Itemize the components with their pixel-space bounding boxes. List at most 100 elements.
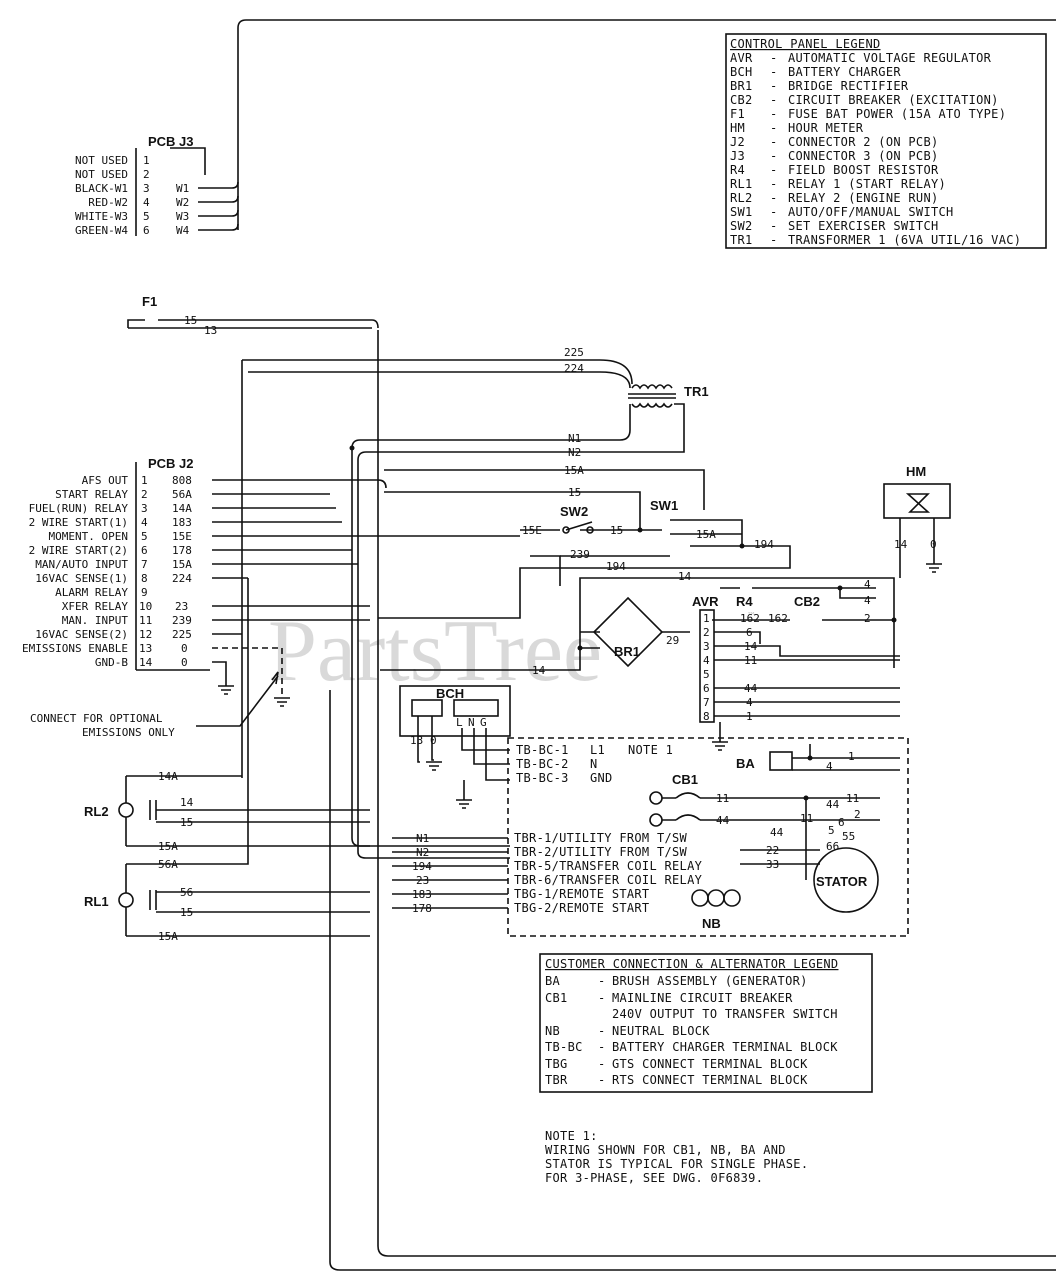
legend-code: J3 <box>730 149 745 163</box>
wire-label: 11 <box>846 792 859 805</box>
wire-label: 33 <box>766 858 779 871</box>
hourglass-icon <box>905 493 931 513</box>
avr-wire: 6 <box>746 626 753 639</box>
j2-pin-label: GND-B <box>95 656 128 669</box>
wire-label: 66 <box>826 840 839 853</box>
svg-text:-: - <box>598 1057 606 1071</box>
legend-text: FUSE BAT POWER (15A ATO TYPE) <box>788 107 1006 121</box>
legend-text: BATTERY CHARGER TERMINAL BLOCK <box>612 1040 838 1054</box>
j3-pin-num: 3 <box>143 182 150 195</box>
svg-text:-: - <box>770 233 778 247</box>
legend-text: BRUSH ASSEMBLY (GENERATOR) <box>612 974 808 988</box>
wire-label: 15A <box>696 528 716 541</box>
j3-pin-num: 5 <box>143 210 150 223</box>
j2-pin-label: 2 WIRE START(2) <box>29 544 128 557</box>
j2-wire: 14A <box>172 502 192 515</box>
j2-wire: 0 <box>181 656 188 669</box>
wire-label: 15E <box>522 524 542 537</box>
wire-label: 14 <box>532 664 546 677</box>
tb-bc-term: TB-BC-1 <box>516 743 569 757</box>
j3-pin-label: GREEN-W4 <box>75 224 128 237</box>
legend-code: F1 <box>730 107 745 121</box>
note-heading: NOTE 1: <box>545 1129 598 1143</box>
watermark-tm: ™ <box>748 610 755 623</box>
legend-code: NB <box>545 1024 560 1038</box>
wire-label: 6 <box>838 816 845 829</box>
j2-pin-label: EMISSIONS ENABLE <box>22 642 128 655</box>
j2-wire: 56A <box>172 488 192 501</box>
j3-wire: W2 <box>176 196 189 209</box>
legend-text: NEUTRAL BLOCK <box>612 1024 710 1038</box>
avr-pin: 7 <box>703 696 710 709</box>
terminal-wire: 194 <box>412 860 432 873</box>
j3-pin-num: 6 <box>143 224 150 237</box>
wire-label: 15 <box>180 816 193 829</box>
wire-label: 2 <box>864 612 871 625</box>
svg-text:-: - <box>770 191 778 205</box>
optional-note: EMISSIONS ONLY <box>82 726 175 739</box>
svg-text:-: - <box>770 149 778 163</box>
j2-pin-label: XFER RELAY <box>62 600 129 613</box>
svg-text:-: - <box>598 1024 606 1038</box>
avr-wire: 14 <box>744 640 758 653</box>
avr-wire: 44 <box>744 682 758 695</box>
wire-label: 14 <box>180 796 194 809</box>
terminal-label: TBR-5/TRANSFER COIL RELAY <box>514 859 703 873</box>
wire-label: 14A <box>158 770 178 783</box>
svg-text:-: - <box>770 135 778 149</box>
j2-wire: 0 <box>181 642 188 655</box>
terminal-wire: N1 <box>416 832 429 845</box>
j2-pin-num: 8 <box>141 572 148 585</box>
terminal-wire: 23 <box>416 874 429 887</box>
legend-code: BCH <box>730 65 753 79</box>
terminal-wire: N2 <box>416 846 429 859</box>
legend-text: AUTOMATIC VOLTAGE REGULATOR <box>788 51 992 65</box>
legend-text: GTS CONNECT TERMINAL BLOCK <box>612 1057 808 1071</box>
j2-wire: 808 <box>172 474 192 487</box>
legend-code: AVR <box>730 51 753 65</box>
f1-label: F1 <box>142 294 157 309</box>
note-line: STATOR IS TYPICAL FOR SINGLE PHASE. <box>545 1157 808 1171</box>
wire-label: 11 <box>800 812 813 825</box>
legend-text: AUTO/OFF/MANUAL SWITCH <box>788 205 954 219</box>
terminal-wire: 183 <box>412 888 432 901</box>
avr-pin: 6 <box>703 682 710 695</box>
legend-text: 240V OUTPUT TO TRANSFER SWITCH <box>612 1007 838 1021</box>
avr-wire: 4 <box>746 696 753 709</box>
j2-wire: 15A <box>172 558 192 571</box>
hm-label: HM <box>906 464 926 479</box>
watermark: PartsTree <box>268 603 602 700</box>
j2-wire: 239 <box>172 614 192 627</box>
wire-label: N1 <box>568 432 581 445</box>
svg-text:-: - <box>598 974 606 988</box>
sw2-label: SW2 <box>560 504 588 519</box>
svg-text:-: - <box>770 163 778 177</box>
avr-wire: 1 <box>746 710 753 723</box>
legend-code: TR1 <box>730 233 753 247</box>
j2-pin-num: 9 <box>141 586 148 599</box>
avr-wire: 11 <box>744 654 757 667</box>
j2-pin-label: START RELAY <box>55 488 128 501</box>
svg-text:-: - <box>770 177 778 191</box>
sw1-label: SW1 <box>650 498 678 513</box>
legend-text: RELAY 1 (START RELAY) <box>788 177 946 191</box>
wire-label: 13 <box>410 734 423 747</box>
terminal-label: TBR-1/UTILITY FROM T/SW <box>514 831 688 845</box>
terminal-wire: 178 <box>412 902 432 915</box>
svg-text:-: - <box>598 991 606 1005</box>
note1-label: NOTE 1 <box>628 743 673 757</box>
legend-code: J2 <box>730 135 745 149</box>
wire-label: 44 <box>770 826 784 839</box>
legend-code: RL1 <box>730 177 753 191</box>
wire-label: 13 <box>204 324 217 337</box>
j2-pin-num: 1 <box>141 474 148 487</box>
svg-text:-: - <box>770 107 778 121</box>
avr-pin: 5 <box>703 668 710 681</box>
bch-term: G <box>480 716 487 729</box>
j2-pin-num: 7 <box>141 558 148 571</box>
note-line: FOR 3-PHASE, SEE DWG. 0F6839. <box>545 1171 763 1185</box>
j3-pin-label: BLACK-W1 <box>75 182 128 195</box>
j2-pin-num: 6 <box>141 544 148 557</box>
j2-pin-label: ALARM RELAY <box>55 586 128 599</box>
